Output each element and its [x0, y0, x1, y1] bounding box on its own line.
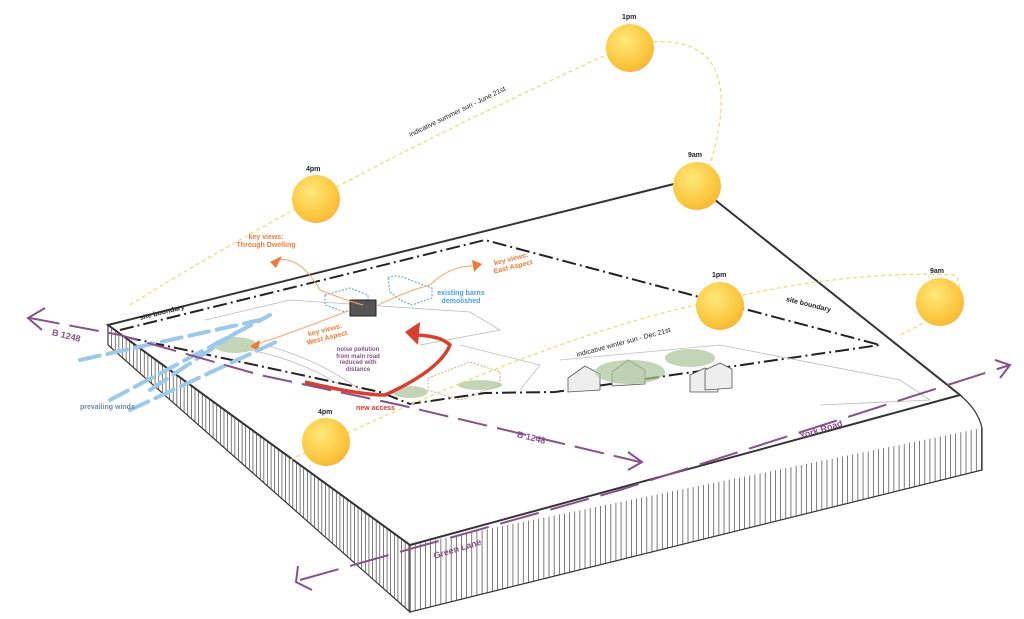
summer-1pm-label: 1pm: [622, 14, 637, 21]
winter-1pm-label: 1pm: [712, 272, 727, 279]
road-lines: [29, 317, 1011, 581]
existing-barns-label: existing barns demolished: [437, 290, 485, 305]
existing-barns: [324, 275, 433, 313]
summer-9am-label: 9am: [688, 152, 703, 159]
road-arrowheads: [26, 307, 1012, 591]
slab-left-face: [107, 323, 411, 614]
summer-sun-9am: [673, 162, 721, 210]
key-views-through-dwelling-label: key views: Through Dwelling: [236, 234, 296, 249]
slab-right-face: [409, 394, 983, 613]
proposed-building: [427, 361, 501, 401]
summer-sun-path: [129, 41, 722, 306]
winter-9am-label: 9am: [930, 268, 945, 275]
context-linework: [204, 299, 932, 406]
dwelling: [349, 299, 377, 317]
key-view-lines: [254, 258, 476, 346]
prevailing-winds-arrows: [78, 313, 282, 412]
summer-sun-4pm: [292, 175, 340, 223]
winter-sun-4pm: [302, 418, 350, 466]
new-access-route: [304, 333, 453, 397]
new-access-label: new access: [356, 405, 395, 412]
prevailing-winds-label: prevailing winds: [80, 404, 135, 411]
winter-sun-path: [289, 273, 960, 461]
winter-sun-9am: [916, 278, 964, 326]
summer-sun-1pm: [606, 24, 654, 72]
winter-sun-1pm: [696, 282, 744, 330]
noise-pollution-label: noise pollution from main road reduced w…: [336, 347, 380, 373]
summer-4pm-label: 4pm: [306, 166, 321, 173]
new-access-arrowhead: [405, 322, 420, 345]
winter-4pm-label: 4pm: [318, 409, 333, 416]
